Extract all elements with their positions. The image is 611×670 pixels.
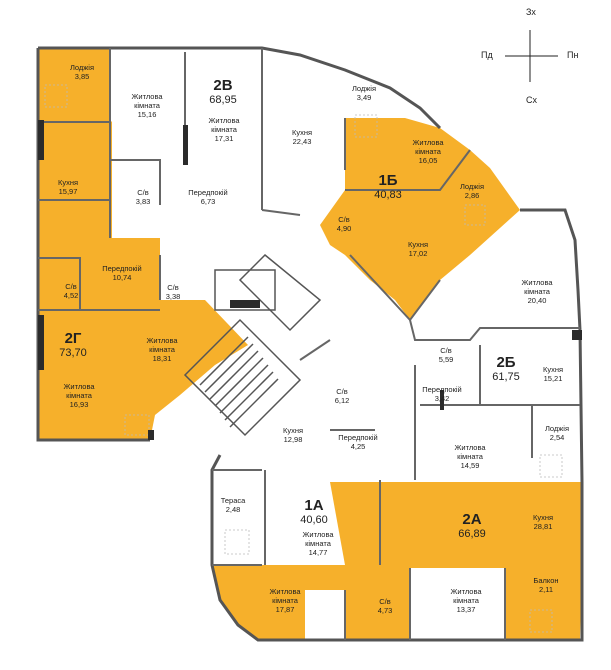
room-name-word: Житлова bbox=[63, 382, 95, 391]
apartment-area: 40,83 bbox=[374, 189, 402, 201]
room-name-word: кімната bbox=[415, 147, 441, 156]
room-name-word: кімната bbox=[66, 391, 92, 400]
stair-core bbox=[183, 253, 322, 437]
apartment-2v-label: 2В 68,95 bbox=[209, 77, 237, 107]
apartment-1a-label: 1А 40,60 bbox=[300, 497, 328, 527]
room-name-word: Житлова bbox=[269, 587, 301, 596]
apartment-area: 68,95 bbox=[209, 94, 237, 106]
room-name-word: кімната bbox=[272, 596, 298, 605]
room-name-word: Житлова bbox=[521, 278, 553, 287]
compass-east: Пн bbox=[567, 50, 579, 60]
apartment-1b-fill bbox=[320, 118, 520, 320]
apartment-area: 66,89 bbox=[458, 528, 486, 540]
apartment-1b-label: 1Б 40,83 bbox=[374, 172, 402, 202]
compass-cross bbox=[505, 30, 558, 82]
room-name-word: Житлова bbox=[131, 92, 163, 101]
apartment-code: 1А bbox=[304, 497, 324, 514]
apartment-area: 61,75 bbox=[492, 371, 520, 383]
apartment-code: 2В bbox=[213, 77, 233, 94]
apartment-2a-label: 2А 66,89 bbox=[458, 511, 486, 541]
apartment-code: 2Г bbox=[64, 330, 82, 347]
interior-walls bbox=[38, 48, 580, 640]
apartment-2g-fill bbox=[38, 48, 248, 440]
room-name-word: кімната bbox=[305, 539, 331, 548]
room-name-word: кімната bbox=[524, 287, 550, 296]
apartment-2b-label: 2Б 61,75 bbox=[492, 354, 520, 384]
room-name-word: кімната bbox=[134, 101, 160, 110]
room-name-word: Житлова bbox=[450, 587, 482, 596]
compass-north: Зх bbox=[526, 7, 536, 17]
loggia-boxes bbox=[44, 84, 563, 633]
room-name-word: Житлова bbox=[412, 138, 444, 147]
building-outline bbox=[36, 46, 584, 642]
room-name-word: Житлова bbox=[454, 443, 486, 452]
room-name-word: Житлова bbox=[208, 116, 240, 125]
apartment-code: 2А bbox=[462, 511, 482, 528]
room-name-word: кімната bbox=[211, 125, 237, 134]
room-name-word: кімната bbox=[453, 596, 479, 605]
apartment-2g-label: 2Г 73,70 bbox=[59, 330, 87, 360]
apartment-area: 73,70 bbox=[59, 347, 87, 359]
dark-wall-pieces bbox=[38, 120, 582, 440]
apartment-2a-fill bbox=[212, 482, 582, 640]
apartment-code: 1Б bbox=[378, 172, 398, 189]
room-name-word: Житлова bbox=[302, 530, 334, 539]
room-name-word: кімната bbox=[457, 452, 483, 461]
apartment-area: 40,60 bbox=[300, 514, 328, 526]
compass-south: Сх bbox=[526, 95, 537, 105]
apartment-code: 2Б bbox=[496, 354, 516, 371]
room-name-word: Житлова bbox=[146, 336, 178, 345]
room-name-word: кімната bbox=[149, 345, 175, 354]
compass-west: Пд bbox=[481, 50, 493, 60]
